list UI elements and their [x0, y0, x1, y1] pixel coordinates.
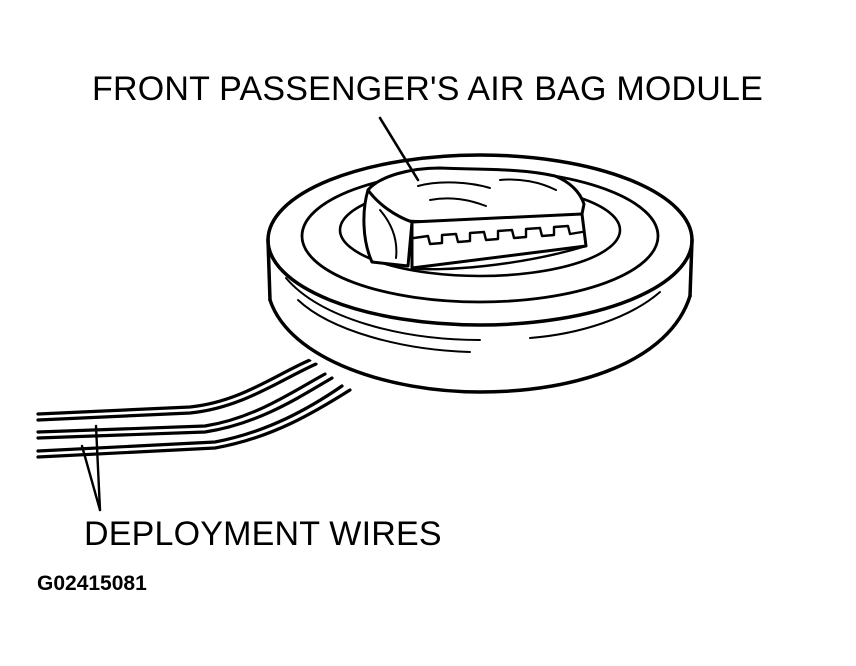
housing-side-accent-3: [529, 291, 661, 339]
housing-side-accent-1: [285, 277, 481, 341]
airbag-fold-1: [417, 181, 491, 189]
deployment-wires-label: DEPLOYMENT WIRES: [84, 515, 442, 553]
airbag-fold-2: [499, 178, 557, 191]
wires-leader-line-2: [94, 424, 102, 512]
module-leader-line: [378, 116, 420, 182]
airbag-left-face: [362, 188, 414, 268]
housing-bottom-edge: [268, 294, 692, 394]
deployment-wire-2: [36, 362, 318, 422]
figure-code: G02415081: [37, 572, 147, 595]
wires-leader-line-1: [80, 444, 102, 512]
airbag-bottom-edge: [410, 244, 588, 271]
module-label: FRONT PASSENGER'S AIR BAG MODULE: [92, 70, 763, 108]
housing-side-right: [688, 238, 694, 298]
airbag-notch-rail: [412, 224, 584, 246]
airbag-left-fold: [379, 209, 398, 259]
airbag-module: [362, 166, 588, 271]
deployment-wire-3: [36, 372, 327, 434]
deployment-wire-1: [36, 358, 312, 416]
airbag-cushion-top: [366, 166, 586, 224]
deployment-wire-5: [36, 384, 344, 453]
deployment-wire-4: [36, 376, 334, 440]
housing-side-accent-2: [297, 299, 471, 353]
housing-side-left: [266, 238, 272, 302]
deployment-wires: [36, 358, 352, 459]
deployment-wire-6: [36, 388, 352, 459]
airbag-fold-3: [429, 197, 487, 207]
